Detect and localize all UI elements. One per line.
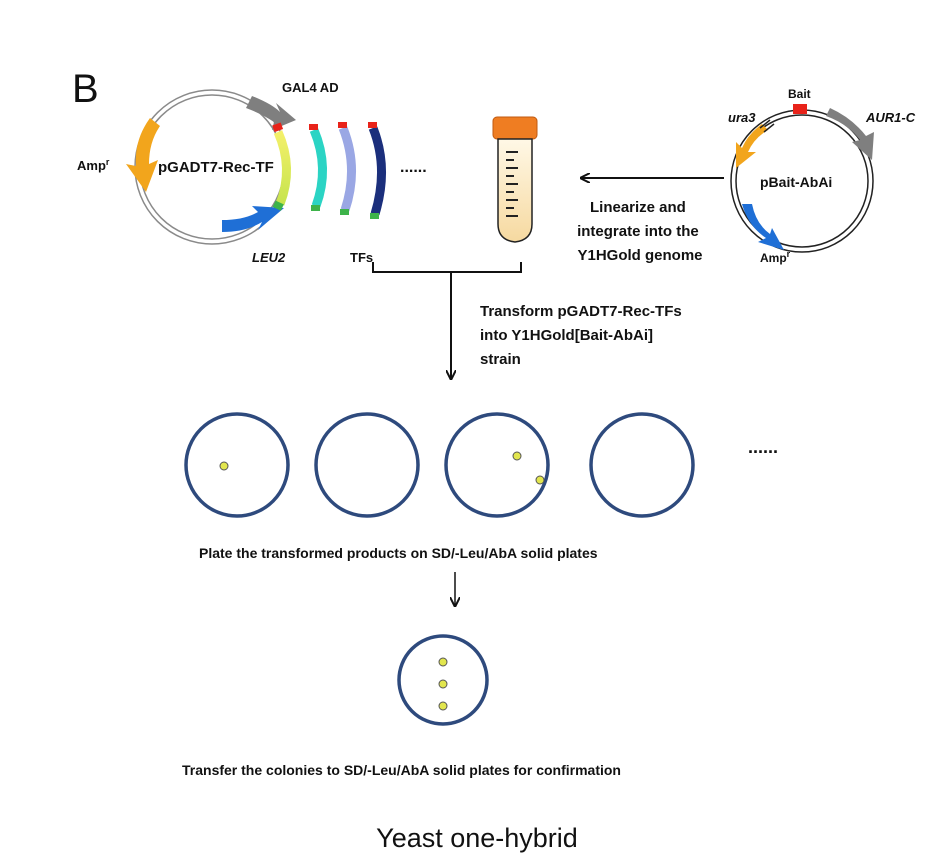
figure-title: Yeast one-hybrid (376, 823, 578, 853)
confirm-caption: Transfer the colonies to SD/-Leu/AbA sol… (182, 762, 621, 778)
bait-label: Bait (788, 87, 811, 101)
plate-4 (589, 412, 695, 518)
plates-row (184, 412, 695, 518)
gal4-ad-arrow (246, 96, 296, 130)
colony (438, 679, 448, 689)
left-plasmid (126, 89, 296, 245)
plate-3 (444, 412, 550, 518)
tfs-ellipsis: ...... (400, 159, 427, 176)
aur1c-label: AUR1-C (865, 110, 916, 125)
tf-strip-tip (340, 209, 349, 215)
gal4-ad-label: GAL4 AD (282, 80, 339, 95)
tube-cap (492, 116, 538, 140)
ura3-tick (759, 119, 771, 129)
tf-strip-tip (370, 213, 379, 219)
tf-insert-arc (273, 130, 292, 206)
ura3-label: ura3 (728, 110, 756, 125)
plates-ellipsis: ...... (748, 437, 778, 457)
panel-label: B (72, 67, 99, 111)
ura3-tick (763, 123, 775, 133)
colony (535, 475, 545, 485)
transform-text: Transform pGADT7-Rec-TFs into Y1HGold[Ba… (480, 303, 686, 368)
tf-strip-navy (368, 126, 386, 216)
amp-label-left: Ampr (77, 157, 110, 173)
confirmation-plate (397, 634, 489, 726)
merge-bracket (372, 262, 522, 378)
tf-strip-tip (338, 122, 347, 128)
linearize-line-2: integrate into the (577, 223, 699, 240)
plate-caption: Plate the transformed products on SD/-Le… (199, 545, 598, 561)
linearize-text: Linearize and integrate into the Y1HGold… (577, 199, 703, 264)
tfs-label: TFs (350, 250, 373, 265)
colony (438, 657, 448, 667)
amp-arrow-right (742, 204, 784, 250)
tf-strip-tip (311, 205, 320, 211)
tf-insert-red-tip (272, 122, 284, 133)
plate-1 (184, 412, 290, 518)
transform-line-2: into Y1HGold[Bait-AbAi] (480, 327, 653, 344)
colony (438, 701, 448, 711)
tf-strip-lavender (338, 126, 356, 212)
tf-strip-tip (368, 122, 377, 128)
right-plasmid (730, 104, 874, 253)
colony (219, 461, 229, 471)
plate-2 (314, 412, 420, 518)
aur1c-arrow (826, 108, 874, 160)
leu2-label: LEU2 (252, 250, 286, 265)
linearize-line-3: Y1HGold genome (577, 247, 702, 264)
tube-graduations (506, 151, 518, 217)
colony (512, 451, 522, 461)
tf-insert-green-tip (272, 200, 284, 211)
right-plasmid-ring-inner (735, 114, 869, 248)
ura3-arrow (736, 124, 768, 168)
tf-strips (309, 122, 386, 219)
amp-label-right: Ampr (760, 249, 791, 265)
bait-box (793, 104, 807, 114)
tube-body (497, 138, 533, 243)
transform-line-1: Transform pGADT7-Rec-TFs (480, 303, 682, 320)
amp-arrow-left (126, 118, 160, 192)
tf-strip-tip (309, 124, 318, 130)
transform-line-3: strain (480, 351, 521, 368)
linearize-line-1: Linearize and (590, 199, 686, 216)
left-plasmid-name: pGADT7-Rec-TF (158, 159, 274, 176)
leu2-arrow (222, 206, 284, 232)
confirmation-plate-group (397, 634, 489, 726)
right-plasmid-name: pBait-AbAi (760, 174, 832, 190)
tf-strip-cyan (309, 128, 328, 208)
falcon-tube (492, 116, 538, 243)
